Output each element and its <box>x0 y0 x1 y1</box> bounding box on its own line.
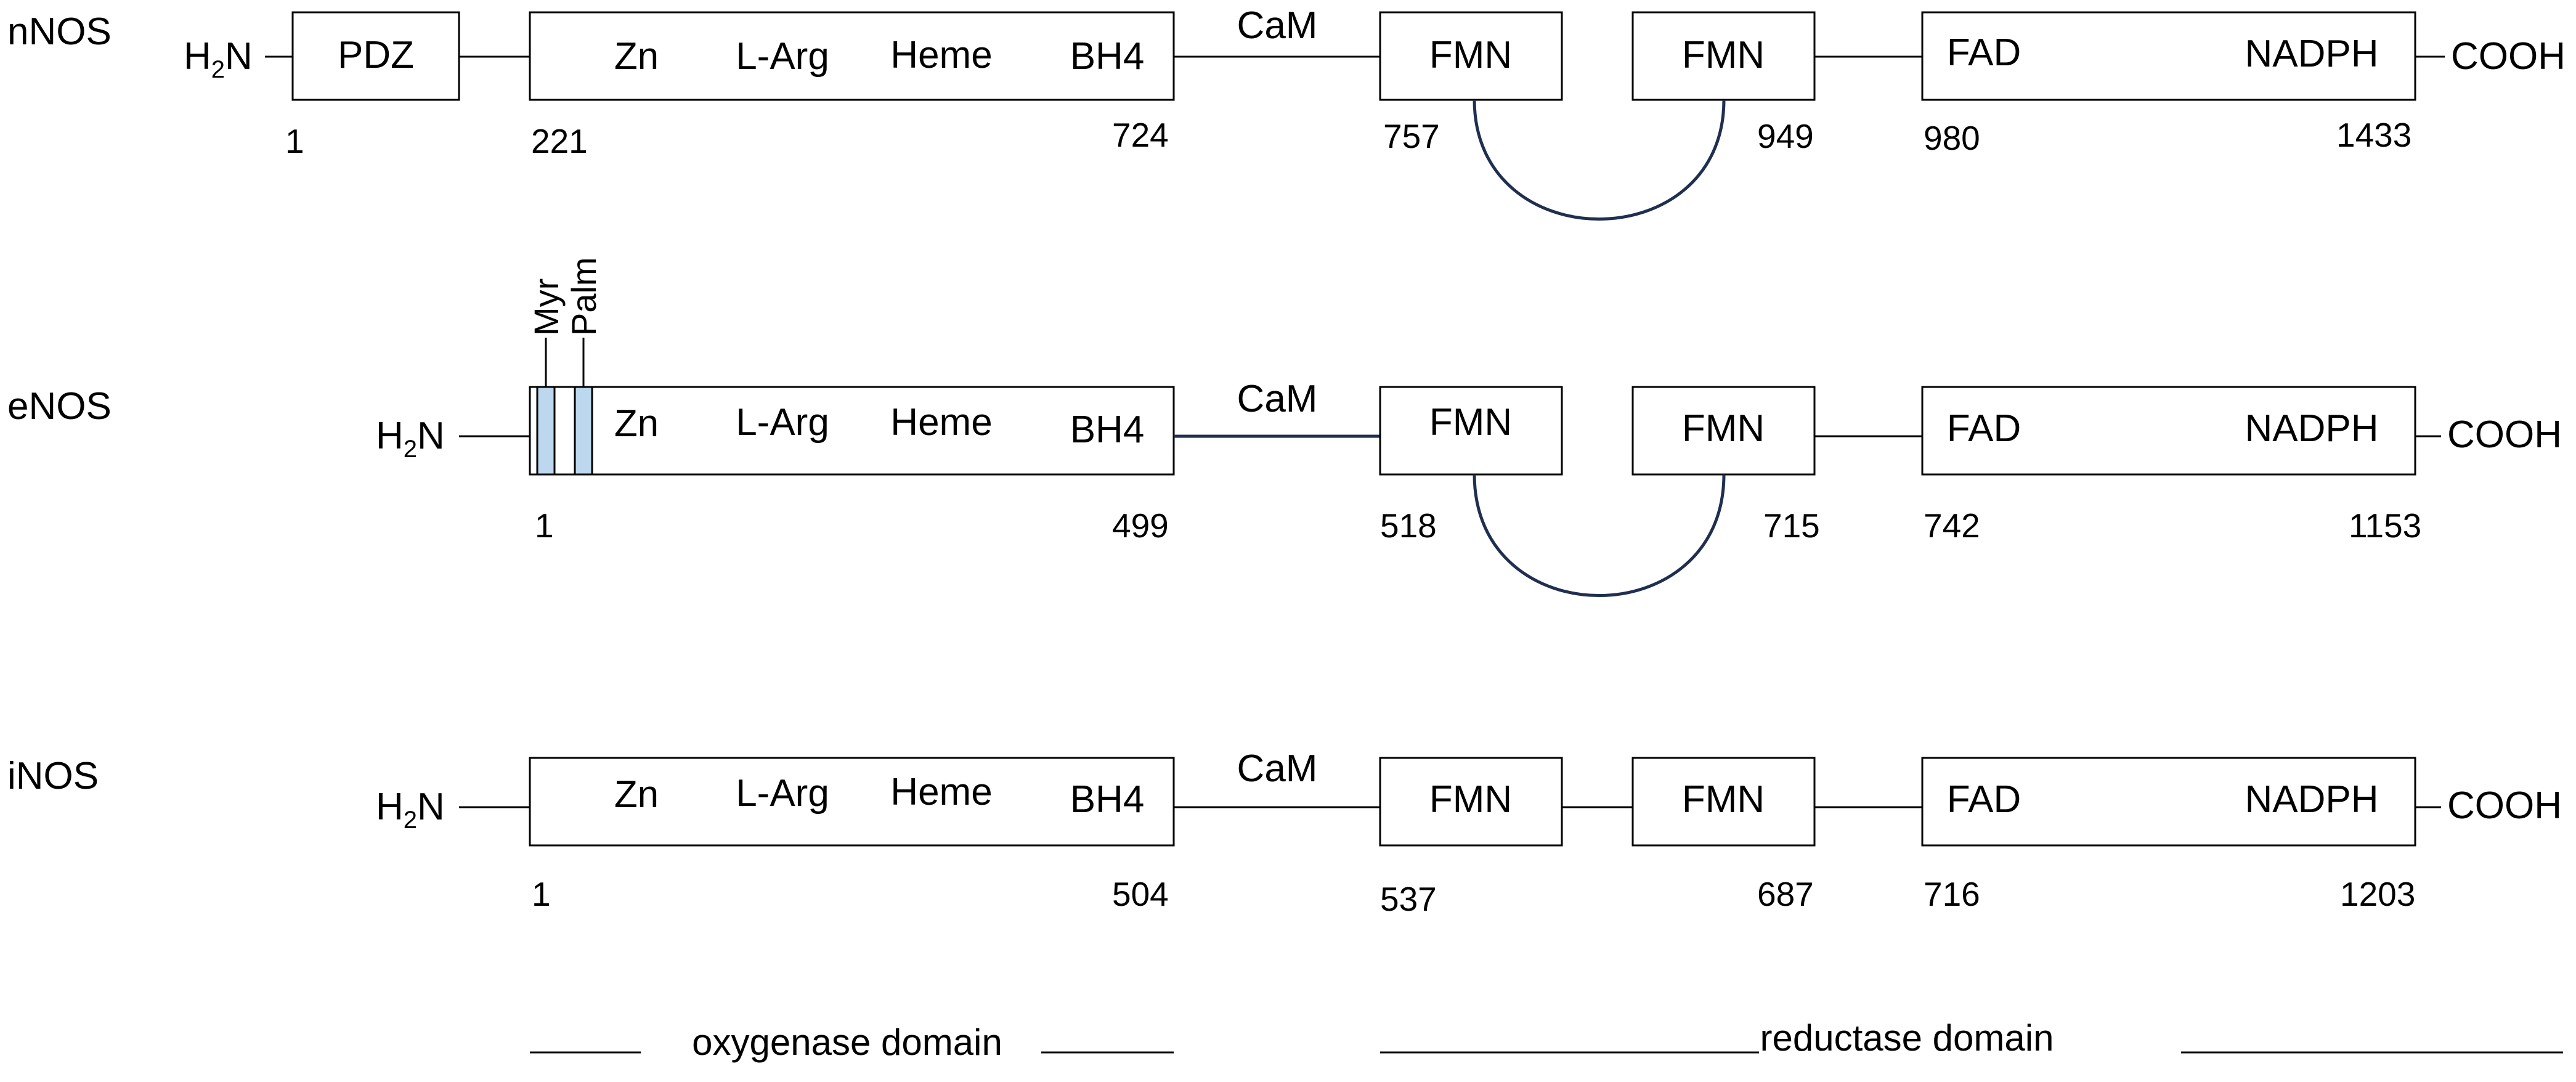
inos-heme-label: Heme <box>890 771 992 813</box>
nnos-pos-980: 980 <box>1924 119 1980 157</box>
enos-bh4-label: BH4 <box>1070 409 1145 451</box>
enos-myr-label: Myr <box>527 279 566 336</box>
inos-label: iNOS <box>7 755 99 797</box>
inos-cam-label: CaM <box>1237 747 1318 790</box>
inos-row: iNOS H2N Zn L-Arg Heme BH4 CaM FMN FMN F… <box>7 747 2562 918</box>
enos-pos-715: 715 <box>1763 506 1820 545</box>
inos-fmn2-label: FMN <box>1682 778 1765 821</box>
inos-c-terminus: COOH <box>2447 784 2562 827</box>
nnos-fmn-hinge <box>1473 99 1726 221</box>
nnos-oxygenase-box <box>529 11 1175 101</box>
nnos-pdz-label: PDZ <box>338 34 414 76</box>
nnos-heme-label: Heme <box>890 34 992 76</box>
enos-zn-label: Zn <box>614 402 659 445</box>
inos-n-terminus: H2N <box>376 786 445 834</box>
enos-palm-label: Palm <box>564 257 603 336</box>
enos-row: eNOS H2N Myr Palm Zn L-Arg Heme BH4 CaM … <box>7 257 2562 597</box>
inos-fmn2-box <box>1631 757 1816 847</box>
inos-bh4-label: BH4 <box>1070 778 1145 821</box>
enos-palmitoylation-site <box>574 386 593 476</box>
enos-c-terminus: COOH <box>2447 413 2562 456</box>
nnos-fad-label: FAD <box>1947 31 2021 74</box>
enos-pos-1153: 1153 <box>2349 506 2421 545</box>
nnos-pos-221: 221 <box>531 122 588 160</box>
nnos-pos-724: 724 <box>1112 116 1169 154</box>
inos-fmn1-label: FMN <box>1429 778 1512 821</box>
enos-pos-1: 1 <box>535 506 554 545</box>
inos-larg-label: L-Arg <box>736 772 829 815</box>
oxygenase-domain-label: oxygenase domain <box>692 1022 1002 1063</box>
enos-fmn2-box <box>1631 386 1816 476</box>
nnos-zn-label: Zn <box>614 35 659 78</box>
enos-fmn-hinge <box>1473 474 1726 597</box>
enos-pos-518: 518 <box>1380 506 1437 545</box>
nnos-fad-nadph-box <box>1921 11 2416 101</box>
enos-cam-label: CaM <box>1237 378 1318 420</box>
nnos-pos-1: 1 <box>285 122 304 160</box>
nnos-label: nNOS <box>7 10 112 53</box>
reductase-domain-bracket: reductase domain <box>1380 1017 2563 1059</box>
enos-n-terminus: H2N <box>376 415 445 463</box>
nnos-c-terminus: COOH <box>2451 35 2566 78</box>
inos-pos-1203: 1203 <box>2340 875 2415 913</box>
nnos-fmn1-label: FMN <box>1429 34 1512 76</box>
nnos-nadph-label: NADPH <box>2245 33 2378 75</box>
enos-fad-label: FAD <box>1947 407 2021 450</box>
nnos-fmn2-label: FMN <box>1682 34 1765 76</box>
enos-label: eNOS <box>7 385 112 428</box>
enos-larg-label: L-Arg <box>736 401 829 444</box>
enos-heme-label: Heme <box>890 401 992 444</box>
nnos-larg-label: L-Arg <box>736 35 829 78</box>
inos-pos-504: 504 <box>1112 875 1169 913</box>
inos-pos-537: 537 <box>1380 880 1437 918</box>
nnos-n-terminus: H2N <box>184 35 253 83</box>
oxygenase-domain-bracket: oxygenase domain <box>530 1022 1174 1063</box>
enos-pos-742: 742 <box>1924 506 1980 545</box>
nnos-bh4-label: BH4 <box>1070 35 1145 78</box>
inos-fmn1-box <box>1379 757 1563 847</box>
enos-fmn2-label: FMN <box>1682 407 1765 450</box>
inos-nadph-label: NADPH <box>2245 778 2378 821</box>
enos-fmn1-label: FMN <box>1429 401 1512 444</box>
enos-oxygenase-box <box>529 386 1175 476</box>
inos-pos-687: 687 <box>1757 875 1814 913</box>
inos-pos-1: 1 <box>532 875 551 913</box>
nnos-row: nNOS H2N PDZ Zn L-Arg Heme BH4 CaM FMN F… <box>7 4 2566 221</box>
enos-fad-nadph-box <box>1921 386 2416 476</box>
nnos-fmn1-box <box>1379 11 1563 101</box>
inos-oxygenase-box <box>529 757 1175 847</box>
enos-myristoylation-site <box>536 386 556 476</box>
enos-nadph-label: NADPH <box>2245 407 2378 450</box>
enos-pos-499: 499 <box>1112 506 1169 545</box>
enos-fmn1-box <box>1379 386 1563 476</box>
nnos-cam-label: CaM <box>1237 4 1318 47</box>
nnos-pos-1433: 1433 <box>2336 116 2411 154</box>
inos-fad-label: FAD <box>1947 778 2021 821</box>
nnos-pos-949: 949 <box>1757 117 1814 155</box>
inos-pos-716: 716 <box>1924 875 1980 913</box>
inos-fad-nadph-box <box>1921 757 2416 847</box>
nnos-pos-757: 757 <box>1383 117 1440 155</box>
inos-zn-label: Zn <box>614 773 659 816</box>
reductase-domain-label: reductase domain <box>1760 1017 2054 1059</box>
